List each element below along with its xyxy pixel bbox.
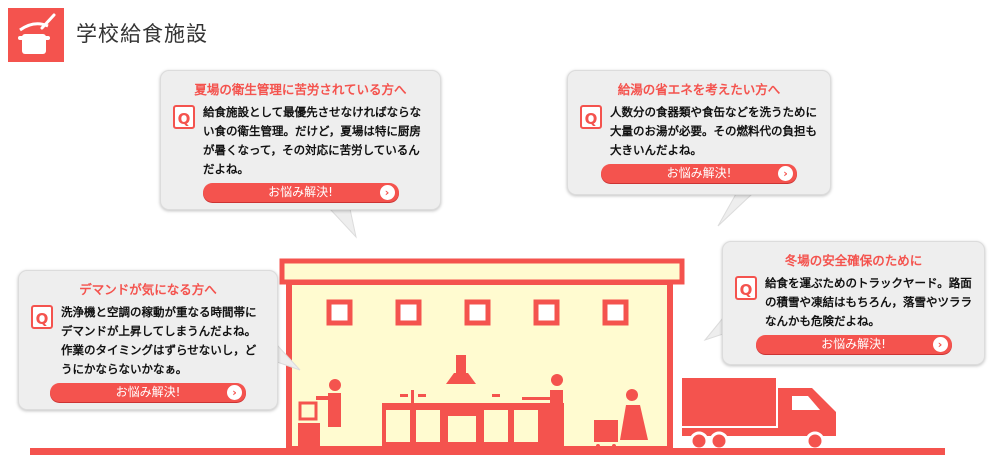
bubble-text: 給食を運ぶためのトラックヤード。路面の積雪や凍結はもちろん，落雪やツララなんかも… (765, 276, 972, 328)
q-icon: Q (31, 305, 53, 329)
kitchen-counters (382, 390, 564, 447)
building-roof (279, 258, 685, 285)
page-title: 学校給食施設 (76, 22, 208, 46)
ground-line (30, 448, 945, 455)
bubble-hot-water-saving: 給湯の省エネを考えたい方へ Q 人数分の食器類や食缶などを洗うために大量のお湯が必… (567, 70, 831, 195)
bubble-text: 給食施設として最優先させなければならない食の衛生管理。だけど，夏場は特に厨房が暑… (203, 105, 422, 176)
cook-with-cart (594, 389, 648, 448)
bubble-title: 給湯の省エネを考えたい方へ (617, 82, 781, 97)
bubble-text: 洗浄機と空調の稼動が重なる時間帯にデマンドが上昇してしまうんだよね。作業のタイミ… (61, 305, 257, 376)
bubble-winter-safety: 冬場の安全確保のために Q 給食を運ぶためのトラックヤード。路面の積雪や凍結はもち… (722, 241, 985, 365)
range-hood (446, 355, 476, 384)
pot-icon (8, 8, 64, 62)
windows (326, 299, 629, 326)
bubble-title: 夏場の衛生管理に苦労されている方へ (194, 82, 407, 97)
solve-button[interactable]: お悩み解決! › (50, 383, 246, 402)
cook-right (522, 374, 563, 448)
bubble-title: デマンドが気になる方へ (79, 282, 217, 297)
bubble-summer-hygiene: 夏場の衛生管理に苦労されている方へ Q 給食施設として最優先させなければならない食… (160, 70, 441, 210)
bubble-text: 人数分の食器類や食缶などを洗うために大量のお湯が必要。その燃料代の負担も大きいん… (610, 105, 817, 157)
chevron-right-icon: › (932, 337, 948, 352)
chevron-right-icon: › (379, 185, 395, 200)
chevron-right-icon: › (778, 166, 793, 181)
solve-button-label: お悩み解決! (821, 337, 886, 351)
q-icon: Q (580, 105, 602, 129)
bubble-demand: デマンドが気になる方へ Q 洗浄機と空調の稼動が重なる時間帯にデマンドが上昇してし… (18, 270, 278, 410)
solve-button-label: お悩み解決! (115, 385, 181, 399)
solve-button[interactable]: お悩み解決! › (755, 335, 952, 354)
truck (682, 378, 836, 451)
solve-button[interactable]: お悩み解決! › (601, 164, 797, 183)
cook-left (298, 379, 341, 448)
solve-button-label: お悩み解決! (666, 166, 732, 180)
q-icon: Q (173, 105, 195, 129)
solve-button[interactable]: お悩み解決! › (202, 183, 399, 202)
q-icon: Q (735, 276, 757, 300)
chevron-right-icon: › (227, 385, 242, 400)
solve-button-label: お悩み解決! (268, 185, 333, 199)
bubble-title: 冬場の安全確保のために (784, 253, 923, 268)
